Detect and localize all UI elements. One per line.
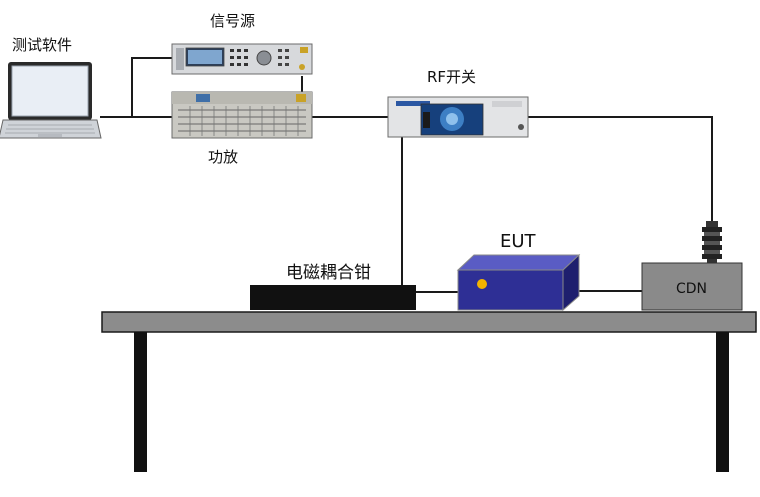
label-test-software: 测试软件 (12, 36, 73, 54)
label-eut: EUT (500, 231, 536, 252)
connection-cables (100, 57, 713, 293)
signal-source-instrument (171, 43, 313, 75)
label-signal-source: 信号源 (210, 12, 256, 30)
label-amplifier: 功放 (208, 148, 239, 166)
cdn-unit (641, 221, 743, 311)
eut-box (456, 253, 581, 312)
test-table (101, 311, 757, 472)
eut-indicator-led (477, 279, 487, 289)
label-rf-switch: RF开关 (427, 68, 477, 86)
rf-switch-instrument (387, 96, 529, 138)
laptop-icon (0, 62, 102, 139)
cable-laptop-to-signal-source (131, 57, 172, 117)
power-amplifier-instrument (171, 91, 313, 139)
cable-rf-switch-to-cdn (528, 116, 713, 222)
label-em-coupling-clamp: 电磁耦合钳 (286, 263, 371, 283)
label-cdn: CDN (676, 281, 708, 297)
em-coupling-clamp (250, 285, 416, 310)
